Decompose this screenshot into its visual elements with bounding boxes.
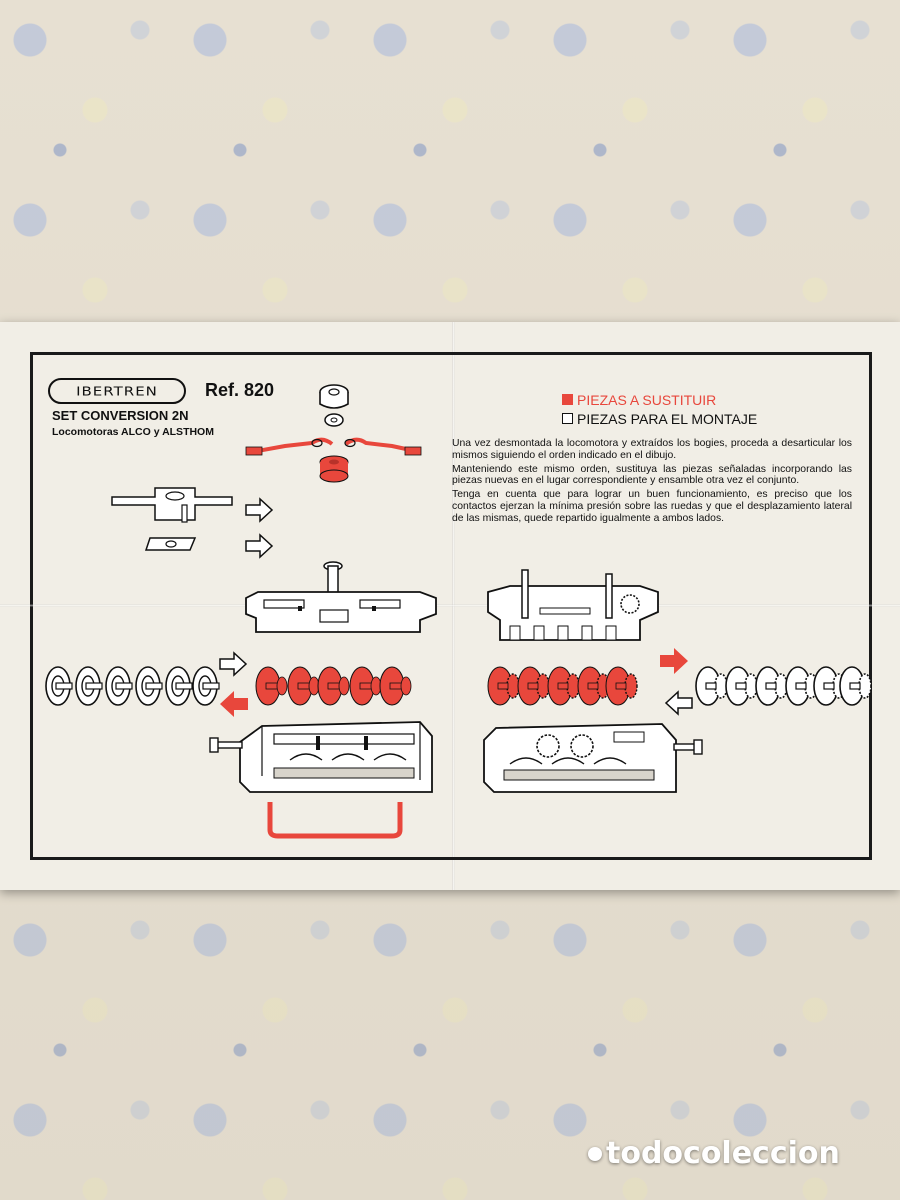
bogie-frame-right bbox=[487, 569, 659, 641]
red-wheelsets-right bbox=[487, 666, 638, 706]
white-wheelsets-right bbox=[695, 666, 872, 706]
legend-item-mount: PIEZAS PARA EL MONTAJE bbox=[562, 409, 757, 428]
red-contact-strip bbox=[267, 802, 403, 839]
instructions-text: Una vez desmontada la locomotora y extra… bbox=[452, 438, 852, 527]
watermark-dot-icon bbox=[588, 1146, 602, 1161]
bogie-frame-left bbox=[245, 591, 437, 633]
red-wheelsets-left bbox=[255, 666, 412, 706]
red-arrow-left-icon bbox=[220, 691, 248, 717]
arrow-left-icon bbox=[664, 690, 693, 716]
watermark: todocoleccion bbox=[588, 1136, 840, 1171]
assembled-bogie-left bbox=[209, 721, 433, 793]
contact-plate-part bbox=[111, 487, 233, 523]
ibertren-logo: IBERTREN bbox=[48, 378, 186, 404]
red-contact-springs bbox=[245, 437, 422, 456]
legend-item-replace: PIEZAS A SUSTITUIR bbox=[562, 390, 757, 409]
legend-mount-label: PIEZAS PARA EL MONTAJE bbox=[577, 410, 758, 427]
axle-pin bbox=[323, 561, 343, 595]
red-bushing bbox=[319, 455, 349, 483]
arrow-right-icon bbox=[219, 652, 247, 676]
exploded-top-parts bbox=[319, 384, 349, 427]
red-arrow-right-icon bbox=[660, 648, 688, 674]
assembled-bogie-right bbox=[483, 723, 703, 793]
watermark-text: todocoleccion bbox=[606, 1136, 840, 1171]
set-title: SET CONVERSION 2N bbox=[52, 408, 189, 423]
instruction-paragraph-1: Una vez desmontada la locomotora y extra… bbox=[452, 438, 852, 461]
reference-number: Ref. 820 bbox=[205, 380, 275, 400]
white-square-icon bbox=[562, 413, 573, 424]
instruction-paragraph-3: Tenga en cuenta que para lograr un buen … bbox=[452, 489, 852, 524]
red-square-icon bbox=[562, 394, 573, 405]
legend-replace-label: PIEZAS A SUSTITUIR bbox=[577, 391, 717, 408]
washer-part bbox=[144, 537, 197, 551]
instruction-paragraph-2: Manteniendo este mismo orden, sustituya … bbox=[452, 463, 852, 487]
set-subtitle: Locomotoras ALCO y ALSTHOM bbox=[52, 426, 214, 438]
white-wheelsets-left bbox=[45, 666, 220, 706]
arrow-right-icon bbox=[245, 534, 273, 558]
arrow-right-icon bbox=[245, 498, 273, 522]
instruction-sheet bbox=[0, 322, 900, 890]
legend: PIEZAS A SUSTITUIR PIEZAS PARA EL MONTAJ… bbox=[562, 390, 757, 428]
